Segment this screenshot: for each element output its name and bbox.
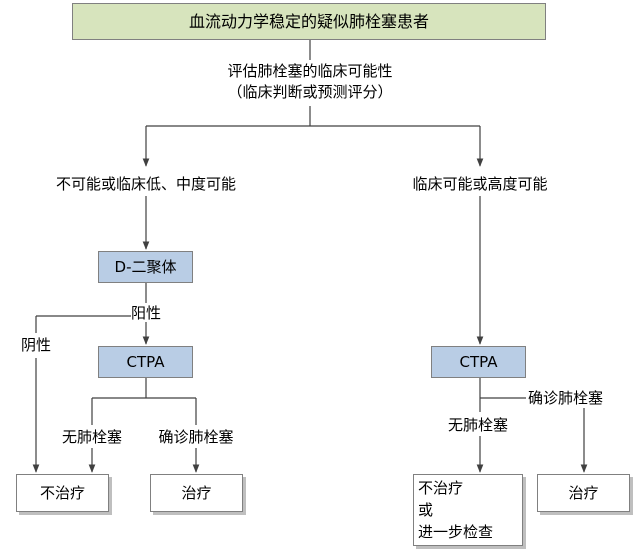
node-no-treat-line-1: 不治疗: [418, 479, 464, 497]
node-no-treatment-left-label: 不治疗: [39, 484, 85, 502]
node-suspected-pe-patient-label: 血流动力学稳定的疑似肺栓塞患者: [188, 11, 429, 31]
assess-clinical-probability: 评估肺栓塞的临床可能性 （临床判断或预测评分）: [227, 62, 392, 101]
node-no-treat-line-3: 进一步检查: [418, 523, 494, 541]
node-ctpa-left: CTPA: [98, 346, 193, 378]
node-no-treatment-or-further-test: 不治疗 或 进一步检查: [413, 474, 523, 546]
node-suspected-pe-patient: 血流动力学稳定的疑似肺栓塞患者: [72, 3, 546, 40]
node-no-treat-line-2: 或: [418, 501, 434, 519]
branch-low-probability: 不可能或临床低、中度可能: [55, 175, 237, 193]
label-confirmed-pe-right: 确诊肺栓塞: [528, 389, 604, 407]
node-d-dimer-label: D-二聚体: [114, 258, 177, 276]
node-treatment-right-label: 治疗: [568, 484, 599, 502]
label-positive: 阳性: [130, 304, 162, 322]
node-treatment-left-label: 治疗: [181, 484, 212, 502]
label-no-pe-right: 无肺栓塞: [447, 416, 509, 434]
label-no-pe-left: 无肺栓塞: [61, 428, 123, 446]
assess-line-2: （临床判断或预测评分）: [227, 83, 393, 101]
branch-high-probability: 临床可能或高度可能: [412, 175, 548, 193]
node-ctpa-left-label: CTPA: [126, 353, 165, 371]
node-treatment-right: 治疗: [537, 474, 630, 512]
node-ctpa-right: CTPA: [431, 346, 526, 378]
node-treatment-left: 治疗: [150, 474, 243, 512]
label-confirmed-pe-left: 确诊肺栓塞: [158, 428, 234, 446]
label-negative: 阴性: [20, 336, 52, 354]
node-no-treatment-left: 不治疗: [16, 474, 109, 512]
assess-line-1: 评估肺栓塞的临床可能性: [227, 62, 393, 80]
node-d-dimer: D-二聚体: [98, 251, 193, 283]
node-ctpa-right-label: CTPA: [459, 353, 498, 371]
